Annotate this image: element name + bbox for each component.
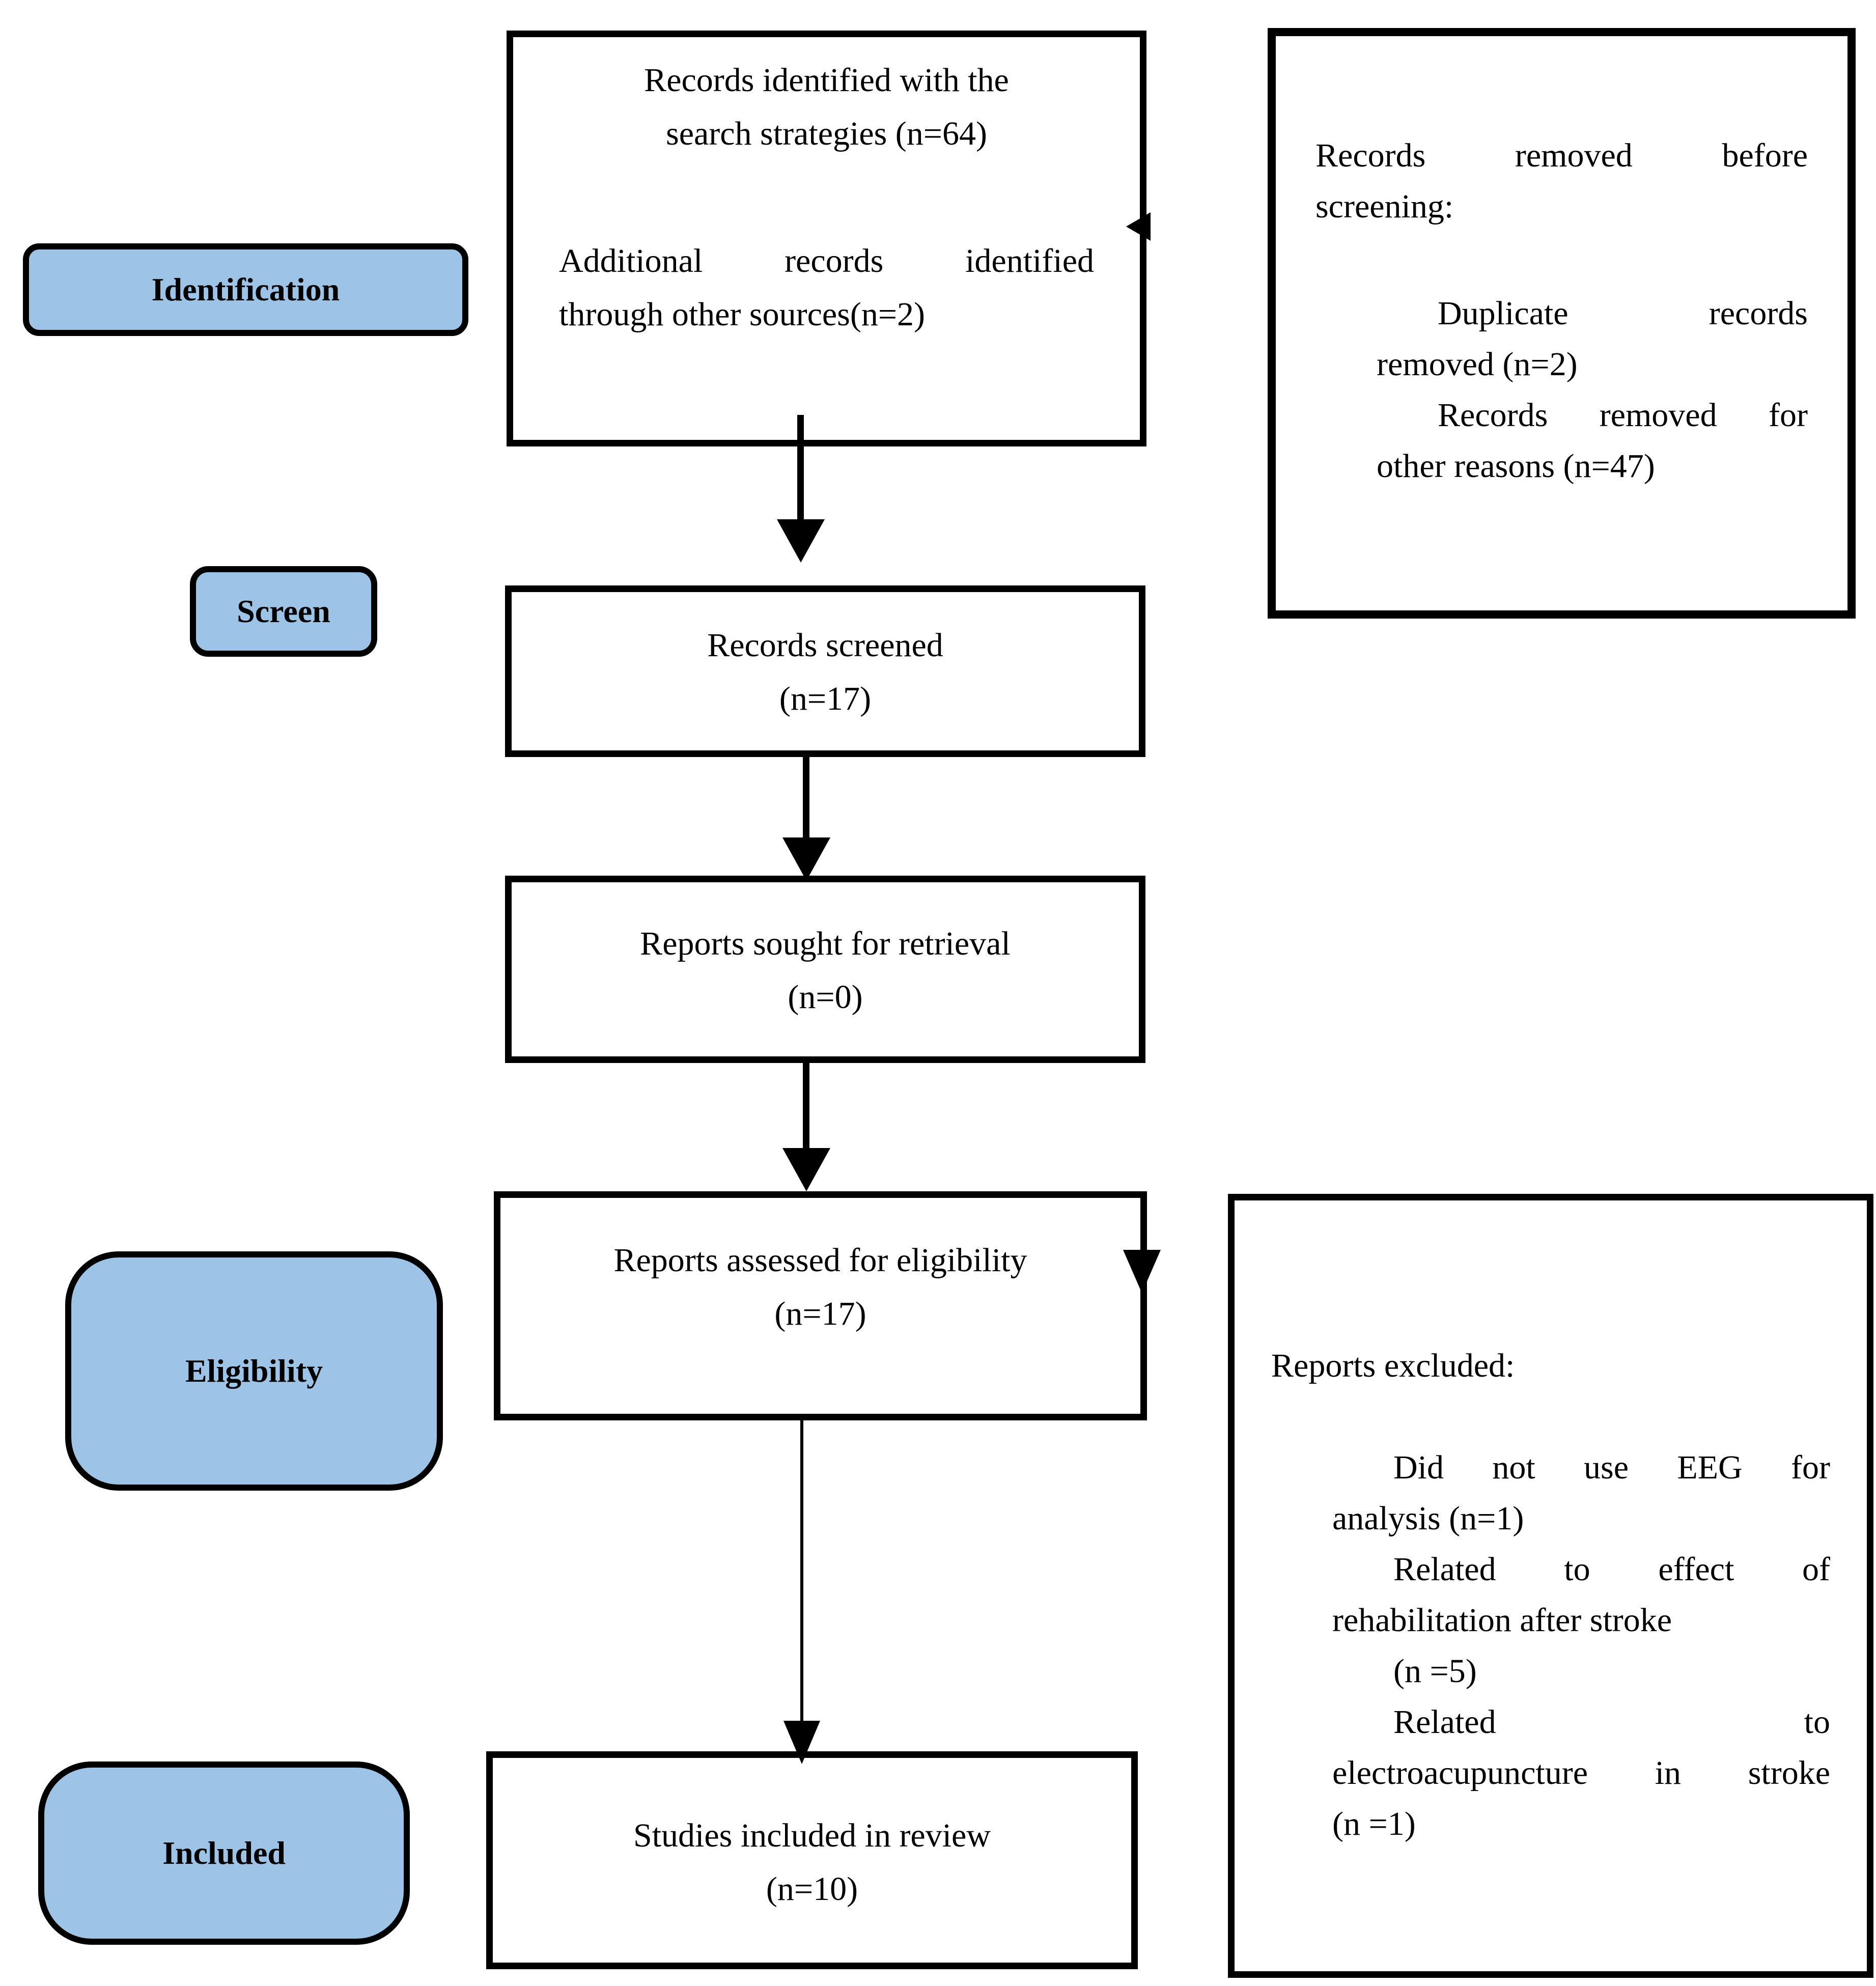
arrowhead-down-assessed-to-included [783,1721,820,1764]
reports-excluded-line: Reports excluded: [1271,1347,1515,1384]
arrowhead-down-identified-to-screened [777,519,825,563]
arrow-sought-to-assessed-shaft [803,1063,809,1148]
spacer [1315,232,1808,288]
stage-label-identification: Identification [23,243,468,336]
records-removed-line: screening: [1315,188,1454,225]
arrowhead-down-assessed-to-excluded [1123,1250,1161,1293]
reports-sought-line: (n=0) [788,978,863,1016]
records-removed-line: Records removed before [1315,137,1808,174]
reports-excluded-line: rehabilitation after stroke [1332,1602,1672,1639]
stage-label-screen: Screen [190,566,377,657]
reports-excluded-line: (n =1) [1332,1805,1416,1842]
flow-box-reports-sought: Reports sought for retrieval (n=0) [505,876,1145,1063]
flow-box-records-screened: Records screened (n=17) [505,585,1145,757]
records-removed-line: removed (n=2) [1377,346,1578,383]
stage-label-included: Included [38,1761,410,1945]
stage-label-included-text: Included [162,1835,286,1871]
flow-box-records-identified: Records identified with the search strat… [507,31,1146,446]
records-identified-line: through other sources(n=2) [559,296,926,333]
arrowhead-left-removed-to-identified [1126,212,1151,241]
reports-excluded-line: Related to effect of [1393,1551,1830,1588]
reports-excluded-line: (n =5) [1393,1653,1477,1690]
flow-box-reports-assessed: Reports assessed for eligibility (n=17) [494,1191,1147,1420]
flow-box-studies-included: Studies included in review (n=10) [486,1751,1138,1969]
records-screened-line: Records screened [707,627,943,664]
side-box-reports-excluded: Reports excluded: Did not use EEG for an… [1228,1194,1873,1978]
reports-assessed-line: Reports assessed for eligibility [613,1242,1027,1279]
stage-label-screen-text: Screen [237,593,330,629]
reports-excluded-line: electroacupuncture in stroke [1332,1754,1830,1792]
spacer [559,160,1094,234]
arrowhead-down-sought-to-assessed [782,1148,830,1191]
studies-included-line: Studies included in review [633,1817,991,1854]
stage-label-eligibility: Eligibility [65,1251,443,1491]
records-identified-line: Additional records identified [559,242,1094,279]
reports-sought-line: Reports sought for retrieval [640,925,1011,962]
reports-excluded-line: analysis (n=1) [1332,1500,1524,1537]
records-identified-line: search strategies (n=64) [666,115,987,152]
reports-excluded-line: Related to [1393,1703,1830,1741]
spacer [1271,1391,1830,1442]
records-screened-line: (n=17) [779,680,872,717]
stage-label-identification-text: Identification [151,271,340,307]
stage-label-eligibility-text: Eligibility [185,1353,323,1389]
side-box-records-removed: Records removed before screening: Duplic… [1268,28,1856,619]
records-removed-line: Duplicate records [1438,295,1808,332]
records-identified-line: Records identified with the [644,62,1009,99]
arrowhead-down-screened-to-sought [782,837,830,881]
arrow-assessed-to-included-shaft [800,1419,803,1721]
studies-included-line: (n=10) [766,1870,858,1908]
reports-excluded-line: Did not use EEG for [1393,1449,1830,1486]
arrow-identified-to-screened-shaft [797,415,804,519]
records-removed-line: other reasons (n=47) [1377,447,1655,485]
reports-assessed-line: (n=17) [774,1295,866,1332]
records-removed-line: Records removed for [1438,397,1808,434]
arrow-screened-to-sought-shaft [803,757,809,837]
